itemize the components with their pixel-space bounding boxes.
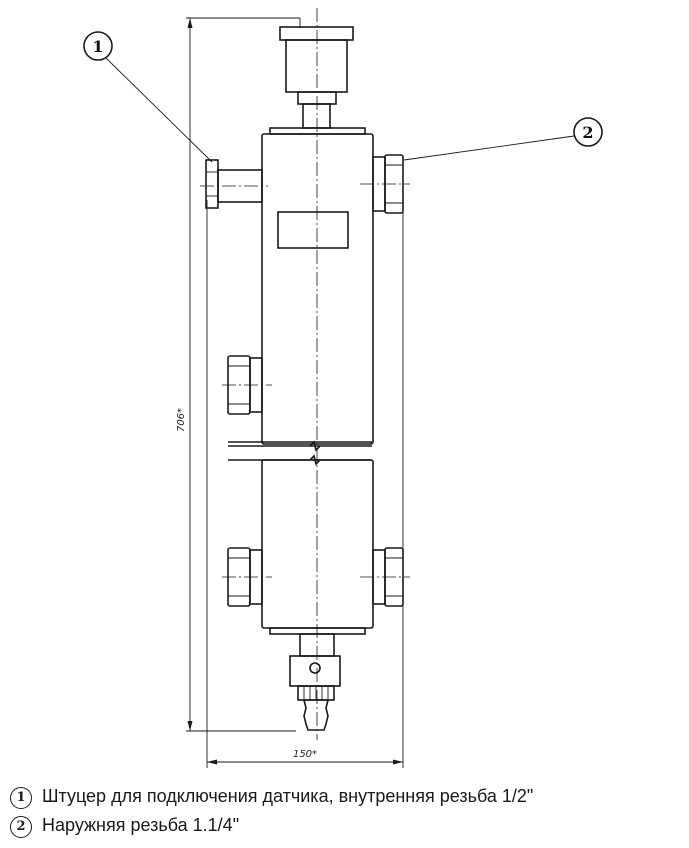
nameplate	[277, 211, 349, 249]
height-dimension-label: 706*	[176, 408, 187, 432]
callout-1: 1	[83, 31, 213, 163]
height-dimension: 706*	[176, 17, 301, 732]
legend-mark-1: 1	[10, 787, 32, 809]
legend-text-1: Штуцер для подключения датчика, внутренн…	[42, 786, 534, 806]
centre-lines	[200, 8, 410, 740]
width-dimension-label: 150*	[293, 749, 317, 760]
separator-body-upper	[228, 127, 374, 445]
legend-mark-2: 2	[10, 816, 32, 838]
callout-2-number: 2	[582, 123, 593, 142]
legend-item-1: 1 Штуцер для подключения датчика, внутрен…	[10, 786, 533, 809]
separator-body-lower	[261, 459, 374, 635]
drain-valve	[289, 633, 341, 731]
legend-item-2: 2 Наружняя резьба 1.1/4"	[10, 815, 239, 838]
sensor-nipple	[205, 159, 263, 209]
width-dimension: 150*	[206, 200, 404, 768]
top-vent-assembly	[279, 26, 354, 129]
legend-text-2: Наружняя резьба 1.1/4"	[42, 815, 240, 835]
callout-2: 2	[403, 117, 603, 161]
callout-1-number: 1	[92, 37, 103, 56]
